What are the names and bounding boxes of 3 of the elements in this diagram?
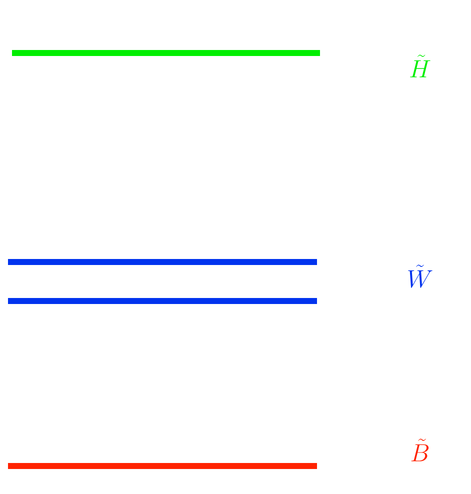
formula-label: $\tilde{H}$ <box>410 54 430 78</box>
formula-label: $\tilde{W}$ <box>408 264 432 288</box>
formula-label: $\tilde{B}$ <box>411 438 429 462</box>
